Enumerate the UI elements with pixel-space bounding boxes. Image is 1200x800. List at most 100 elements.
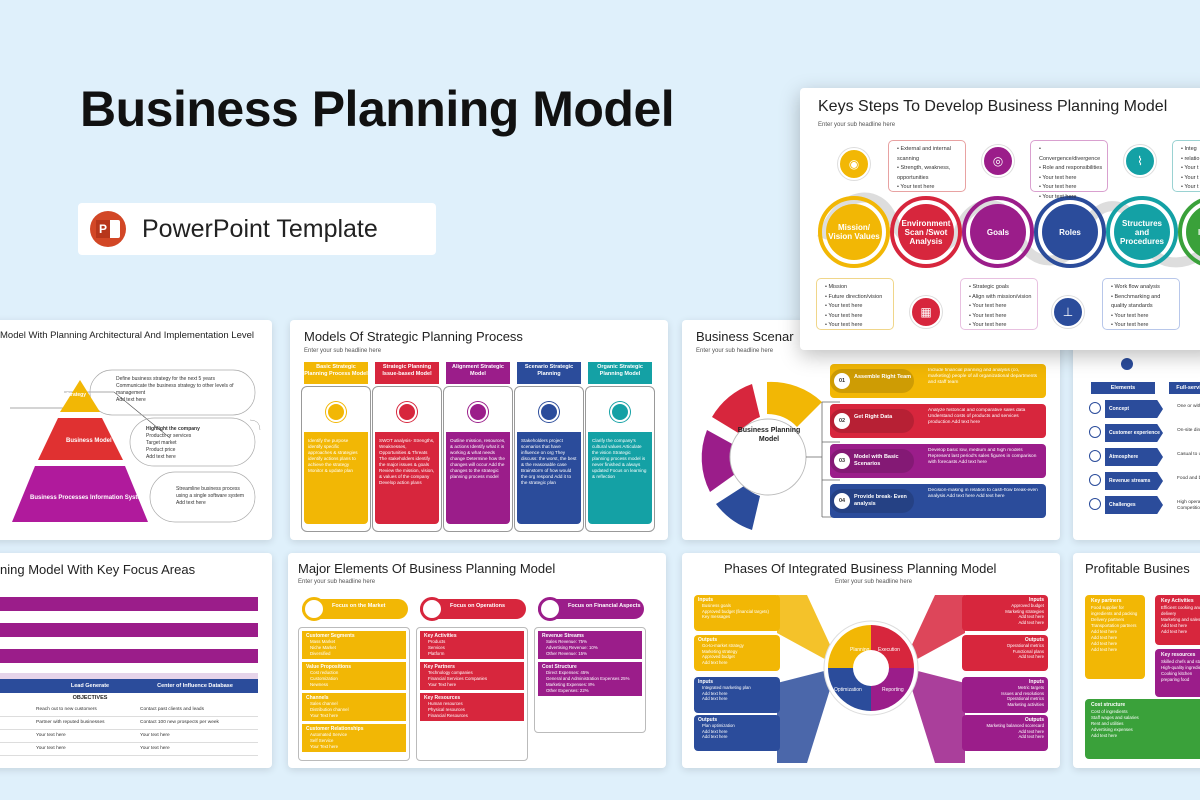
scenario-text: Decision-making in relation to cash-flow… — [928, 488, 1038, 499]
section-line: Marketing and sales — [1161, 617, 1200, 622]
objective-right: Your text here — [140, 746, 170, 751]
row-icon — [1089, 426, 1101, 438]
step-circle[interactable]: Mission/ Vision Values — [826, 204, 882, 260]
note-line: Product price — [146, 447, 176, 453]
row-label: Concept — [1105, 400, 1163, 418]
step-top-box: External and internal scanningStrength, … — [888, 140, 966, 192]
element-line: Platform — [428, 651, 445, 656]
row-label: Customer experience — [1105, 424, 1163, 442]
objective-left: Partner with reputed businesses — [36, 720, 105, 725]
step-top-box: Convergence/divergenceRole and responsib… — [1030, 140, 1108, 200]
row-icon — [1089, 474, 1101, 486]
row-line — [0, 729, 258, 730]
step-circle[interactable]: Structures and Procedures — [1114, 204, 1170, 260]
section-line: Add text here — [1091, 641, 1118, 646]
element-line: Mass Market — [310, 639, 336, 644]
phase-box-line: Add text here — [1018, 654, 1044, 659]
box-line: Your text here — [969, 321, 1033, 331]
element-heading: Customer Relationships — [306, 726, 364, 732]
box-line: Your text here — [969, 312, 1033, 322]
slide-subtitle: Enter your sub headline here — [835, 579, 913, 585]
step-circle[interactable]: Goals — [970, 204, 1026, 260]
grid-icon: ▦ — [910, 296, 942, 328]
element-line: Customization — [310, 676, 338, 681]
note-line: Add text here — [146, 454, 176, 460]
row-icon — [1089, 450, 1101, 462]
table-head-row — [0, 679, 258, 693]
section-line: Add text here — [1091, 733, 1118, 738]
element-line: Services — [428, 645, 445, 650]
slide-subtitle: Enter your sub headline here — [304, 348, 382, 354]
element-line: Financial Services Companies — [428, 676, 488, 681]
phase-box-line: Marketing strategy — [702, 648, 738, 654]
element-line: Diversified — [310, 651, 331, 656]
step-circle[interactable]: Integ Co — [1186, 204, 1200, 260]
section-line: preparing food — [1161, 677, 1190, 682]
element-line: Your Text here — [310, 744, 339, 749]
step-label: Structures and Procedures — [1119, 218, 1165, 246]
step-circle[interactable]: Environment Scan /Swot Analysis — [898, 204, 954, 260]
phase-box-line: Key messages — [702, 614, 731, 619]
slide-title: Major Elements Of Business Planning Mode… — [298, 561, 556, 576]
phase-box-line: Business goals — [702, 603, 731, 608]
slide-key-focus-areas[interactable]: ning Model With Key Focus Areas Lead Gen… — [0, 553, 272, 768]
model-body: Outline mission, resources, & actions Id… — [446, 432, 510, 524]
step-label: Environment Scan /Swot Analysis — [901, 218, 951, 246]
slide-key-steps-hero[interactable]: Keys Steps To Develop Business Planning … — [800, 88, 1200, 350]
step-bottom-box: Strategic goalsAlign with mission/vision… — [960, 278, 1038, 330]
element-line: Sales channel — [310, 701, 338, 706]
slide-strategic-planning-models[interactable]: Models Of Strategic Planning Process Ent… — [290, 320, 668, 540]
note-line: Products or services — [146, 433, 192, 439]
model-frame — [585, 386, 655, 532]
step-label: Roles — [1059, 227, 1081, 237]
phase-box-heading: Inputs — [698, 597, 713, 603]
slide-integrated-phases[interactable]: Phases Of Integrated Business Planning M… — [682, 553, 1060, 768]
element-line: General and Administration Expenses 25% — [546, 676, 630, 681]
element-line: Sales Revenue: 75% — [546, 639, 588, 644]
phase-box-heading: Inputs — [1029, 597, 1044, 603]
model-icon — [397, 402, 417, 422]
scenario-text: Include financial planning and analysis … — [928, 368, 1038, 385]
section-line: Efficient cooking and delivery — [1161, 605, 1200, 616]
section-line: High-quality ingredients — [1161, 665, 1200, 670]
element-heading: Revenue Streams — [542, 633, 584, 639]
row-line — [0, 755, 258, 756]
element-line: Other Expenses: 22% — [546, 688, 589, 693]
focus-bar-1 — [0, 597, 258, 611]
slide-major-elements[interactable]: Major Elements Of Business Planning Mode… — [288, 553, 666, 768]
phase-box-line: Add text here — [1018, 614, 1044, 619]
box-line: Strength, weakness, opportunities — [897, 164, 961, 183]
box-line: Your t — [1181, 174, 1200, 184]
focus-head-bar — [420, 599, 526, 619]
model-frame — [301, 386, 371, 532]
scenario-label: Model with Basic Scenarios — [854, 454, 899, 467]
phase-box-line: Approved budget — [1011, 603, 1044, 608]
section-line: Staff wages and salaries — [1091, 715, 1139, 720]
box-line: Your text here — [1039, 174, 1103, 184]
scenario-label: Get Right Data — [854, 414, 893, 420]
element-heading: Key Partners — [424, 664, 455, 670]
step-circle[interactable]: Roles — [1042, 204, 1098, 260]
box-line: Your text here — [1111, 312, 1175, 322]
element-frame — [298, 627, 410, 761]
model-icon — [610, 402, 630, 422]
box-line: Work flow analysis — [1111, 283, 1175, 293]
box-line: Your text here — [969, 302, 1033, 312]
section-line: Add text here — [1161, 623, 1188, 628]
slide-business-scenario[interactable]: Business Scenar Enter your sub headline … — [682, 320, 1060, 540]
slide-architectural-model[interactable]: Model With Planning Architectural And Im… — [0, 320, 272, 540]
section-line: Add text here — [1091, 647, 1118, 652]
